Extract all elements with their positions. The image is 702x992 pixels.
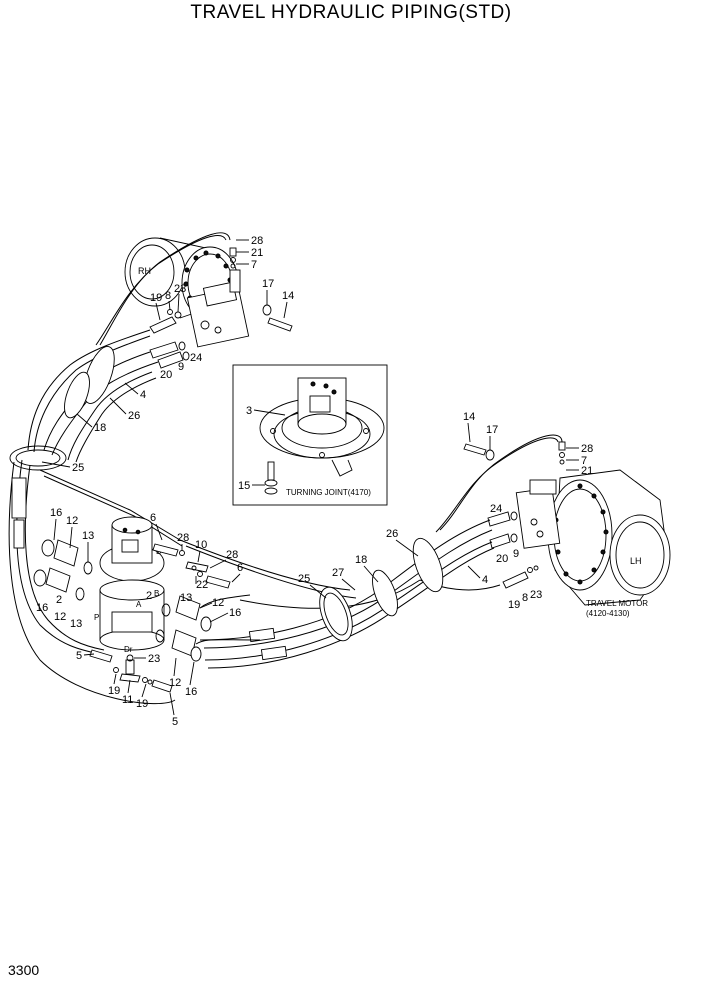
callout-19: 19 xyxy=(136,698,148,710)
callout-12: 12 xyxy=(212,597,224,609)
callout-23: 23 xyxy=(174,283,186,295)
callout-26: 26 xyxy=(386,528,398,540)
lh-label: LH xyxy=(630,556,642,566)
callout-18: 18 xyxy=(355,554,367,566)
callout-9: 9 xyxy=(178,361,184,373)
callout-4: 4 xyxy=(140,389,146,401)
callout-8: 8 xyxy=(522,592,528,604)
callout-27: 27 xyxy=(332,567,344,579)
callout-13: 13 xyxy=(82,530,94,542)
callout-16: 16 xyxy=(36,602,48,614)
callout-25: 25 xyxy=(72,462,84,474)
callout-16: 16 xyxy=(229,607,241,619)
callout-17: 17 xyxy=(262,278,274,290)
callout-26: 26 xyxy=(128,410,140,422)
callout-16: 16 xyxy=(50,507,62,519)
callout-28: 28 xyxy=(581,443,593,455)
callout-14: 14 xyxy=(282,290,294,302)
callout-21: 21 xyxy=(581,465,593,477)
callout-14: 14 xyxy=(463,411,475,423)
port-a: A xyxy=(136,600,142,609)
page-title: TRAVEL HYDRAULIC PIPING(STD) xyxy=(190,2,512,23)
callout-10: 10 xyxy=(195,539,207,551)
callout-12: 12 xyxy=(169,677,181,689)
callout-20: 20 xyxy=(496,553,508,565)
callout-25: 25 xyxy=(298,573,310,585)
callout-6: 6 xyxy=(150,512,156,524)
callout-5: 5 xyxy=(76,650,82,662)
callout-23: 23 xyxy=(148,653,160,665)
callout-2: 2 xyxy=(56,594,62,606)
callout-12: 12 xyxy=(54,611,66,623)
callout-28: 28 xyxy=(226,549,238,561)
callout-15: 15 xyxy=(238,480,250,492)
callout-13: 13 xyxy=(180,592,192,604)
callout-4: 4 xyxy=(482,574,488,586)
rh-callouts: 28 21 7 17 14 19 8 23 24 9 20 4 26 18 25 xyxy=(41,235,294,474)
left-long-hoses xyxy=(8,459,183,705)
callout-7: 7 xyxy=(581,455,587,467)
callout-9: 9 xyxy=(513,548,519,560)
callout-22: 22 xyxy=(196,579,208,591)
lh-motor-bolts xyxy=(553,483,609,585)
rh-travel-motor: RH xyxy=(124,237,250,348)
callout-24: 24 xyxy=(490,503,502,515)
port-b-upper: B xyxy=(154,589,159,598)
center-callouts: 6 28 10 28 6 22 16 12 13 2 16 12 13 13 1… xyxy=(36,507,243,728)
callout-2: 2 xyxy=(146,590,152,602)
callout-12: 12 xyxy=(66,515,78,527)
callout-7: 7 xyxy=(251,259,257,271)
port-p: P xyxy=(94,613,99,622)
callout-5: 5 xyxy=(172,716,178,728)
rh-motor-bolts xyxy=(183,250,233,301)
rh-hoses xyxy=(9,232,231,471)
rh-label: RH xyxy=(138,266,151,276)
callout-24: 24 xyxy=(190,352,202,364)
lh-fittings xyxy=(463,441,566,589)
callout-21: 21 xyxy=(251,247,263,259)
callout-8: 8 xyxy=(165,290,171,302)
travel-motor-caption-line1: TRAVEL MOTOR xyxy=(586,599,648,608)
callout-6: 6 xyxy=(237,562,243,574)
page-number: 3300 xyxy=(8,962,40,978)
callout-11: 11 xyxy=(122,694,133,706)
callout-17: 17 xyxy=(486,424,498,436)
callout-13: 13 xyxy=(70,618,82,630)
callout-23: 23 xyxy=(530,589,542,601)
callout-19: 19 xyxy=(150,292,162,304)
callout-19: 19 xyxy=(108,685,120,697)
lh-callouts: 14 17 28 7 21 24 9 20 4 19 8 23 TRAVEL M… xyxy=(463,411,648,618)
lh-hoses xyxy=(179,434,563,669)
callout-28: 28 xyxy=(177,532,189,544)
center-fittings xyxy=(33,539,261,693)
rh-motor-fittings xyxy=(149,247,293,369)
callout-28: 28 xyxy=(251,235,263,247)
turning-joint-inset: 3 15 TURNING JOINT(4170) xyxy=(232,364,388,506)
turning-joint-caption: TURNING JOINT(4170) xyxy=(286,488,371,497)
center-turning-joint: P A B B Dr xyxy=(94,516,165,675)
callout-3: 3 xyxy=(246,405,252,417)
callout-16: 16 xyxy=(185,686,197,698)
callout-18: 18 xyxy=(94,422,106,434)
lh-travel-motor: LH xyxy=(515,469,671,606)
travel-motor-caption-line2: (4120-4130) xyxy=(586,609,630,618)
port-dr: Dr xyxy=(124,645,133,654)
callout-20: 20 xyxy=(160,369,172,381)
center-right-callouts: 26 18 27 25 xyxy=(298,528,419,599)
callout-19: 19 xyxy=(508,599,520,611)
